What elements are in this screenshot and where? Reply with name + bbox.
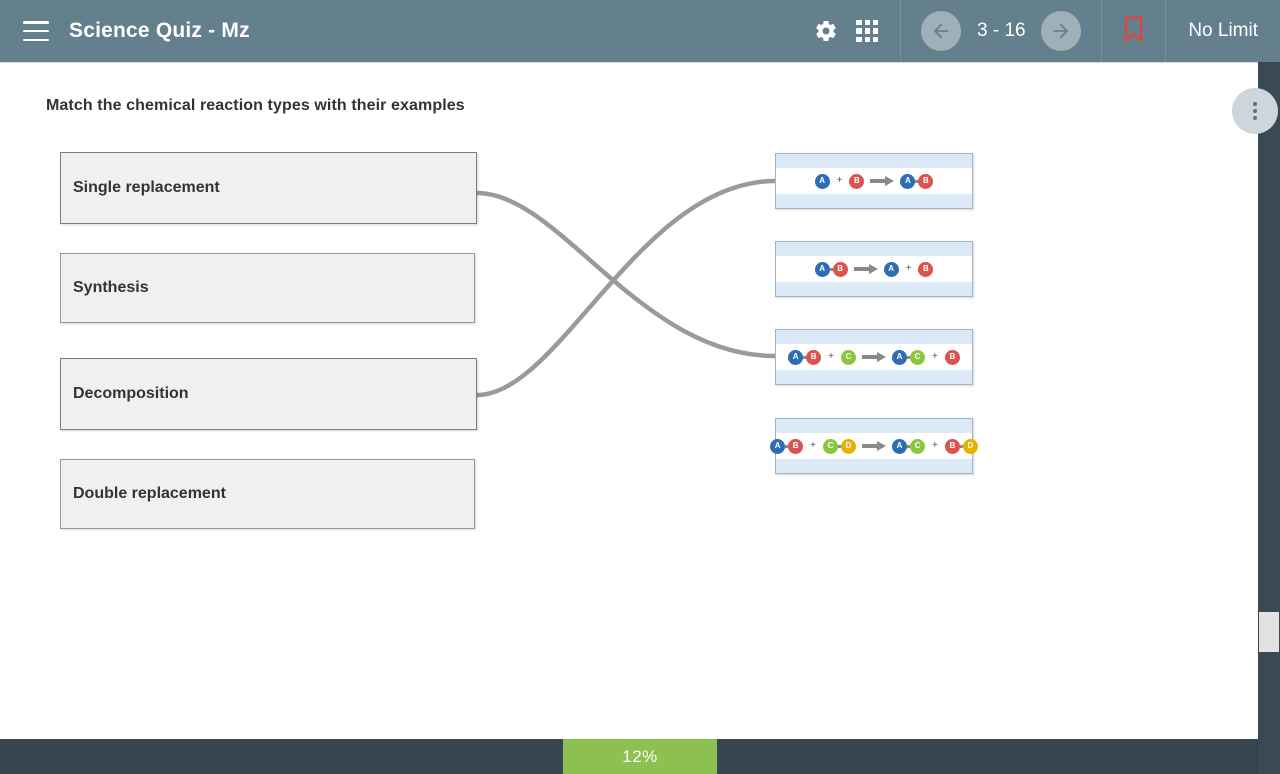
atom-a: A: [788, 349, 804, 365]
atom-a: A: [814, 261, 830, 277]
plus-sign: +: [828, 351, 834, 362]
atom-b: B: [944, 438, 960, 454]
prev-page-button[interactable]: [921, 11, 962, 51]
vertical-scrollbar[interactable]: [1258, 62, 1280, 739]
reaction-arrow: [853, 263, 878, 275]
question-prompt: Match the chemical reaction types with t…: [46, 97, 465, 114]
atom-c: C: [841, 349, 856, 365]
atom-b: B: [918, 261, 934, 277]
atom-d: D: [841, 438, 856, 454]
header-right-group: 3 - 16 No Limit: [792, 0, 1280, 62]
plus-sign: +: [905, 263, 912, 274]
page-title: Science Quiz - Mz: [69, 19, 250, 42]
atom-a: A: [892, 349, 907, 365]
matching-area: Single replacement Synthesis Decompositi…: [0, 63, 1258, 740]
match-option-label: Decomposition: [73, 385, 189, 402]
time-limit-label: No Limit: [1188, 20, 1258, 41]
atom-b: B: [849, 173, 865, 189]
bookmark-group: [1102, 0, 1167, 62]
footer-right-edge: [1258, 739, 1280, 774]
grid-icon[interactable]: [856, 20, 879, 42]
app-header: Science Quiz - Mz 3 - 16: [0, 0, 1280, 62]
progress-bar: 12%: [563, 739, 717, 774]
atom-a: A: [770, 438, 786, 454]
page-navigation: 3 - 16: [900, 0, 1103, 62]
reaction-arrow: [870, 175, 895, 187]
quiz-content: Match the chemical reaction types with t…: [0, 62, 1258, 739]
footer-bar: 12%: [0, 739, 1280, 774]
hamburger-icon[interactable]: [23, 21, 49, 41]
atom-b: B: [788, 438, 804, 454]
atom-a: A: [883, 261, 899, 277]
match-option-synthesis[interactable]: Synthesis: [60, 253, 475, 323]
next-page-button[interactable]: [1041, 11, 1082, 51]
atom-b: B: [918, 173, 934, 189]
plus-sign: +: [932, 440, 938, 451]
plus-sign: +: [932, 351, 938, 362]
atom-d: D: [962, 438, 978, 454]
scrollbar-thumb[interactable]: [1259, 612, 1279, 652]
plus-sign: +: [810, 440, 816, 451]
connection-line-1: [474, 190, 778, 359]
atom-c: C: [910, 349, 925, 365]
atom-b: B: [832, 261, 848, 277]
match-option-double-replacement[interactable]: Double replacement: [60, 459, 475, 529]
gear-icon[interactable]: [814, 19, 838, 43]
match-option-single-replacement[interactable]: Single replacement: [60, 152, 477, 224]
match-option-label: Double replacement: [73, 485, 226, 502]
match-option-label: Synthesis: [73, 279, 149, 296]
plus-sign: +: [836, 175, 843, 186]
bookmark-icon[interactable]: [1124, 15, 1143, 47]
atom-a: A: [892, 438, 907, 454]
connection-line-2: [474, 178, 778, 398]
reaction-arrow: [862, 351, 886, 363]
atom-c: C: [910, 438, 925, 454]
reaction-arrow: [862, 440, 886, 452]
right-side-rail: [1258, 62, 1280, 739]
match-option-decomposition[interactable]: Decomposition: [60, 358, 477, 430]
atom-a: A: [900, 173, 916, 189]
progress-label: 12%: [622, 746, 658, 766]
header-tools: [792, 0, 900, 62]
atom-a: A: [814, 173, 830, 189]
more-options-button[interactable]: [1232, 88, 1278, 134]
page-counter: 3 - 16: [977, 20, 1026, 41]
atom-b: B: [944, 349, 960, 365]
atom-c: C: [823, 438, 838, 454]
match-option-label: Single replacement: [73, 179, 220, 196]
atom-b: B: [806, 349, 822, 365]
